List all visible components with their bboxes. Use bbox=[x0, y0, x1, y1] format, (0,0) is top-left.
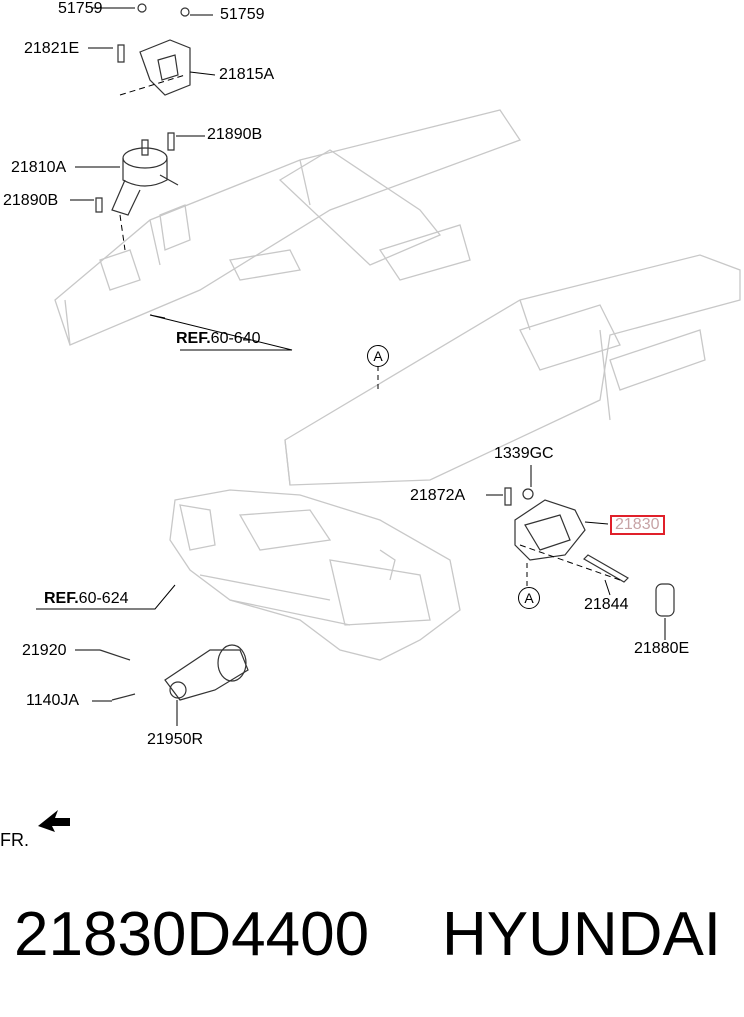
torque-rod-21950R bbox=[99, 644, 249, 701]
mount-21810A bbox=[95, 132, 179, 216]
middle-frame bbox=[284, 254, 741, 486]
ref-60-624: REF.60-624 bbox=[44, 590, 129, 607]
front-label: FR. bbox=[0, 830, 29, 850]
label-1140JA: 1140JA bbox=[26, 692, 80, 709]
leader-lines bbox=[36, 7, 666, 726]
upper-frame bbox=[54, 109, 521, 346]
label-51759-a: 51759 bbox=[58, 0, 103, 17]
label-21844: 21844 bbox=[584, 596, 629, 613]
label-21890B-b: 21890B bbox=[3, 192, 59, 209]
front-subframe bbox=[169, 489, 461, 661]
label-21880E: 21880E bbox=[634, 640, 690, 657]
ref-60-640: REF.60-640 bbox=[176, 330, 261, 347]
mount-21830 bbox=[504, 487, 675, 617]
callout-a-top: A bbox=[367, 345, 389, 367]
label-21950R: 21950R bbox=[147, 731, 204, 748]
label-21890B-a: 21890B bbox=[207, 126, 263, 143]
parts-diagram: 51759 51759 21821E 21815A 21890B 21810A … bbox=[0, 0, 741, 850]
front-direction-arrow bbox=[38, 810, 70, 832]
label-51759-b: 51759 bbox=[220, 6, 265, 23]
label-21821E: 21821E bbox=[24, 40, 80, 57]
label-21920: 21920 bbox=[22, 642, 67, 659]
part-number: 21830D4400 bbox=[14, 900, 370, 969]
label-21810A: 21810A bbox=[11, 159, 67, 176]
diagram-drawing bbox=[36, 3, 741, 832]
upper-mount-bracket bbox=[117, 3, 191, 96]
label-21872A: 21872A bbox=[410, 487, 466, 504]
label-1339GC: 1339GC bbox=[494, 445, 554, 462]
brand-name: HYUNDAI bbox=[442, 900, 722, 969]
label-21815A: 21815A bbox=[219, 66, 275, 83]
callout-a-bottom: A bbox=[518, 587, 540, 609]
label-21830-highlight: 21830 bbox=[610, 515, 665, 535]
